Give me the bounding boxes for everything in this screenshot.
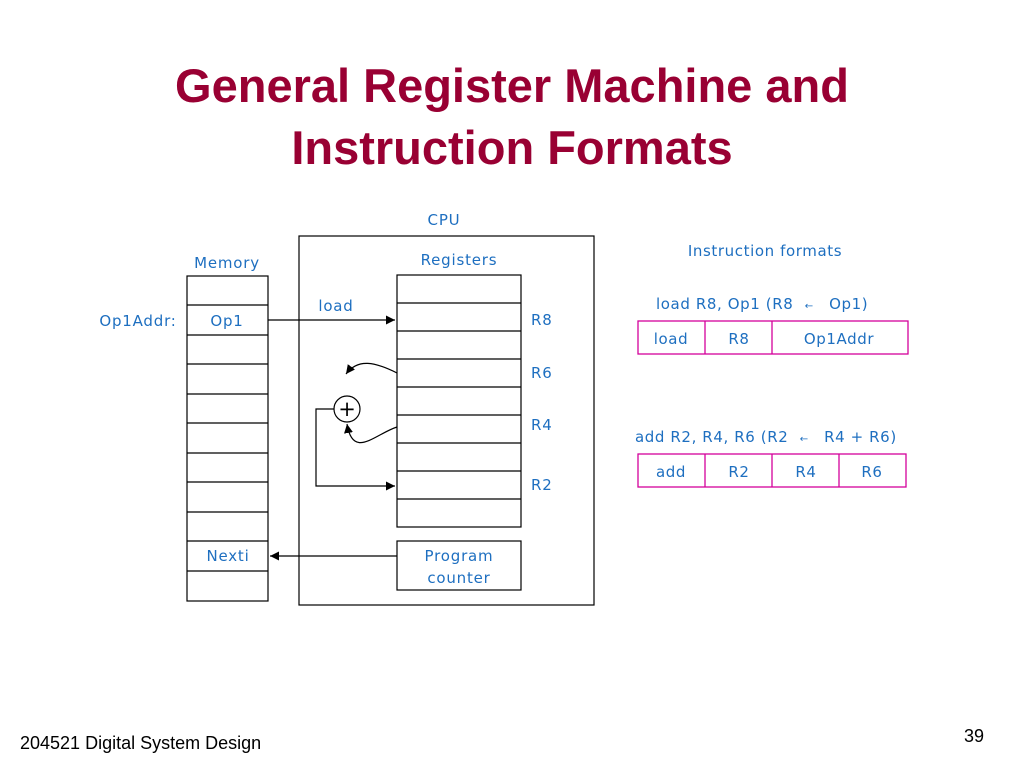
memory-label: Memory: [194, 254, 260, 272]
adder-to-r2-arrow: [315, 408, 395, 491]
r4-to-adder-arrow: [344, 423, 398, 444]
add-field-src1: R4: [795, 463, 816, 481]
load-arrow-label: load: [318, 297, 353, 315]
assign-arrow-icon: ←: [805, 301, 814, 312]
add-field-dest: R2: [728, 463, 749, 481]
add-caption-part1: add R2, R4, R6 (R2: [635, 428, 788, 446]
load-format-outline: [637, 320, 909, 355]
op1addr-label: Op1Addr:: [99, 312, 176, 330]
cpu-box: [298, 235, 595, 606]
cpu-label: CPU: [428, 211, 461, 229]
slide-title: General Register Machine and Instruction…: [0, 55, 1024, 179]
page-number: 39: [964, 726, 985, 746]
assign-arrow-icon: ←: [800, 434, 809, 445]
register-label-r8: R8: [531, 311, 553, 329]
slide-footer: 204521 Digital System Design: [20, 733, 262, 753]
memory-cell-nexti: Nexti: [206, 547, 249, 565]
memory-block: [186, 275, 269, 602]
load-caption-part1: load R8, Op1 (R8: [656, 295, 793, 313]
register-label-r6: R6: [531, 364, 553, 382]
memory-cell-op1: Op1: [210, 312, 243, 330]
load-field-opcode: load: [654, 330, 688, 348]
register-file: [396, 274, 522, 528]
load-format-box: [637, 320, 909, 355]
register-file-outline: [396, 274, 522, 528]
add-format-box: [637, 453, 907, 488]
instruction-formats-heading: Instruction formats: [688, 242, 842, 260]
add-field-opcode: add: [656, 463, 686, 481]
program-counter-label-line-2: counter: [427, 569, 490, 587]
load-caption-part2: Op1): [829, 295, 868, 313]
adder-plus-icon: +: [338, 397, 356, 421]
register-label-r2: R2: [531, 476, 553, 494]
add-format-caption: add R2, R4, R6 (R2 ← R4 + R6): [635, 428, 897, 446]
title-line-1: General Register Machine and: [175, 59, 849, 112]
load-format-caption: load R8, Op1 (R8 ← Op1): [656, 295, 868, 313]
add-field-src2: R6: [861, 463, 882, 481]
register-label-r4: R4: [531, 416, 553, 434]
add-caption-part2: R4 + R6): [824, 428, 897, 446]
memory-outline: [186, 275, 269, 602]
title-line-2: Instruction Formats: [291, 121, 733, 174]
program-counter-box: [396, 540, 522, 591]
program-counter-label-line-1: Program: [425, 547, 494, 565]
registers-label: Registers: [421, 251, 498, 269]
load-field-address: Op1Addr: [804, 330, 875, 348]
r6-to-adder-arrow: [345, 362, 398, 375]
load-field-dest: R8: [728, 330, 749, 348]
